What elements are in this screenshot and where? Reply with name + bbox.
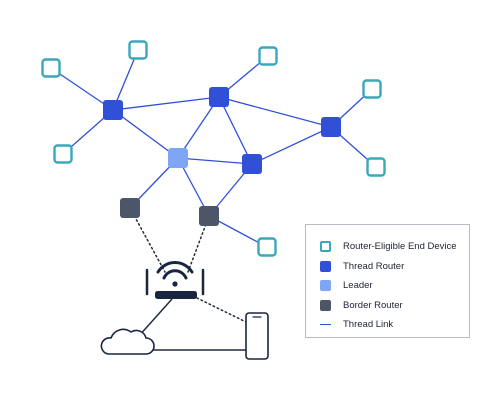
router-eligible-end-device bbox=[257, 237, 277, 257]
legend-label: Thread Router bbox=[343, 260, 405, 272]
leader-swatch-icon bbox=[320, 280, 331, 292]
thread-link bbox=[218, 96, 253, 165]
router-eligible-end-device bbox=[366, 157, 386, 177]
legend-label: Router-Eligible End Device bbox=[343, 241, 457, 253]
thread-link bbox=[112, 96, 220, 111]
legend-label: Border Router bbox=[343, 299, 403, 311]
wifi-router-icon bbox=[145, 261, 205, 299]
legend: Router-Eligible End Device Thread Router… bbox=[305, 224, 470, 338]
thread-link bbox=[218, 96, 332, 128]
reed-swatch-icon bbox=[320, 241, 331, 253]
thread-router bbox=[321, 117, 341, 137]
thread-link bbox=[251, 126, 332, 165]
legend-label: Leader bbox=[343, 280, 373, 292]
router-eligible-end-device bbox=[258, 46, 278, 66]
router-eligible-end-device bbox=[128, 40, 148, 60]
leader bbox=[168, 148, 188, 168]
router-eligible-end-device bbox=[362, 79, 382, 99]
thread-link bbox=[50, 67, 114, 111]
legend-item-border-router: Border Router bbox=[320, 296, 469, 316]
thread-link bbox=[177, 96, 220, 159]
legend-item-thread-link: Thread Link bbox=[320, 315, 469, 335]
thread-router bbox=[242, 154, 262, 174]
border-router bbox=[120, 198, 140, 218]
legend-item-thread-router: Thread Router bbox=[320, 257, 469, 277]
legend-item-reed: Router-Eligible End Device bbox=[320, 237, 469, 257]
router-eligible-end-device bbox=[41, 58, 61, 78]
wireless-link bbox=[129, 207, 166, 273]
router-eligible-end-device bbox=[53, 144, 73, 164]
thread-link bbox=[177, 157, 253, 165]
thread-link-swatch-icon bbox=[320, 324, 331, 326]
legend-item-leader: Leader bbox=[320, 276, 469, 296]
border-router-swatch-icon bbox=[320, 299, 331, 311]
wireless-link bbox=[196, 297, 247, 323]
legend-label: Thread Link bbox=[343, 319, 394, 331]
thread-link bbox=[112, 109, 179, 159]
thread-router bbox=[209, 87, 229, 107]
smartphone-icon bbox=[245, 312, 269, 360]
network-link bbox=[137, 298, 173, 338]
border-router bbox=[199, 206, 219, 226]
thread-router bbox=[103, 100, 123, 120]
cloud-icon bbox=[100, 328, 155, 355]
mesh-nodes bbox=[41, 40, 386, 257]
thread-router-swatch-icon bbox=[320, 260, 331, 272]
